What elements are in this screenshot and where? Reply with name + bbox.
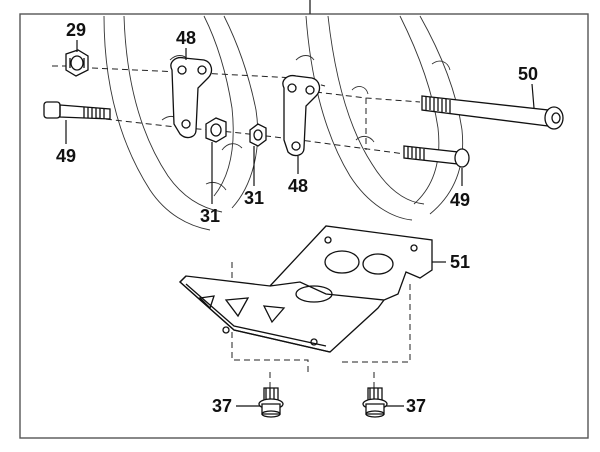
- label-part-49-left: 49: [56, 146, 76, 166]
- label-part-49-right: 49: [450, 190, 470, 210]
- diagram-frame: [19, 0, 589, 439]
- label-part-48-bottom: 48: [288, 176, 308, 196]
- label-part-37-right: 37: [406, 396, 426, 416]
- bolt-part-49-right: [403, 145, 470, 168]
- part-labels: 29 48 50 49 48 49 31 31 51 37 37: [56, 20, 538, 416]
- label-part-51: 51: [450, 252, 470, 272]
- label-part-48-top: 48: [176, 28, 196, 48]
- nut-part-29: [65, 49, 89, 77]
- spacer-part-31-right: [249, 123, 267, 147]
- skid-plate-part-51: [179, 225, 433, 353]
- label-part-50: 50: [518, 64, 538, 84]
- spacer-part-31-left: [205, 117, 227, 143]
- label-part-29: 29: [66, 20, 86, 40]
- label-part-37-left: 37: [212, 396, 232, 416]
- frame-tube-right: [295, 15, 464, 221]
- leader-lines: [65, 40, 535, 407]
- assembly-lines: [52, 65, 421, 388]
- bolt-part-49-left: [43, 101, 111, 120]
- bracket-part-48-top: [170, 56, 213, 139]
- label-part-31-right: 31: [244, 188, 264, 208]
- flange-bolt-part-37-left: [258, 387, 284, 418]
- frame-tube-left: [103, 15, 259, 231]
- bolt-part-50: [421, 95, 564, 130]
- bracket-part-48-bottom: [282, 74, 321, 157]
- label-part-31-left: 31: [200, 206, 220, 226]
- flange-bolt-part-37-right: [362, 387, 388, 418]
